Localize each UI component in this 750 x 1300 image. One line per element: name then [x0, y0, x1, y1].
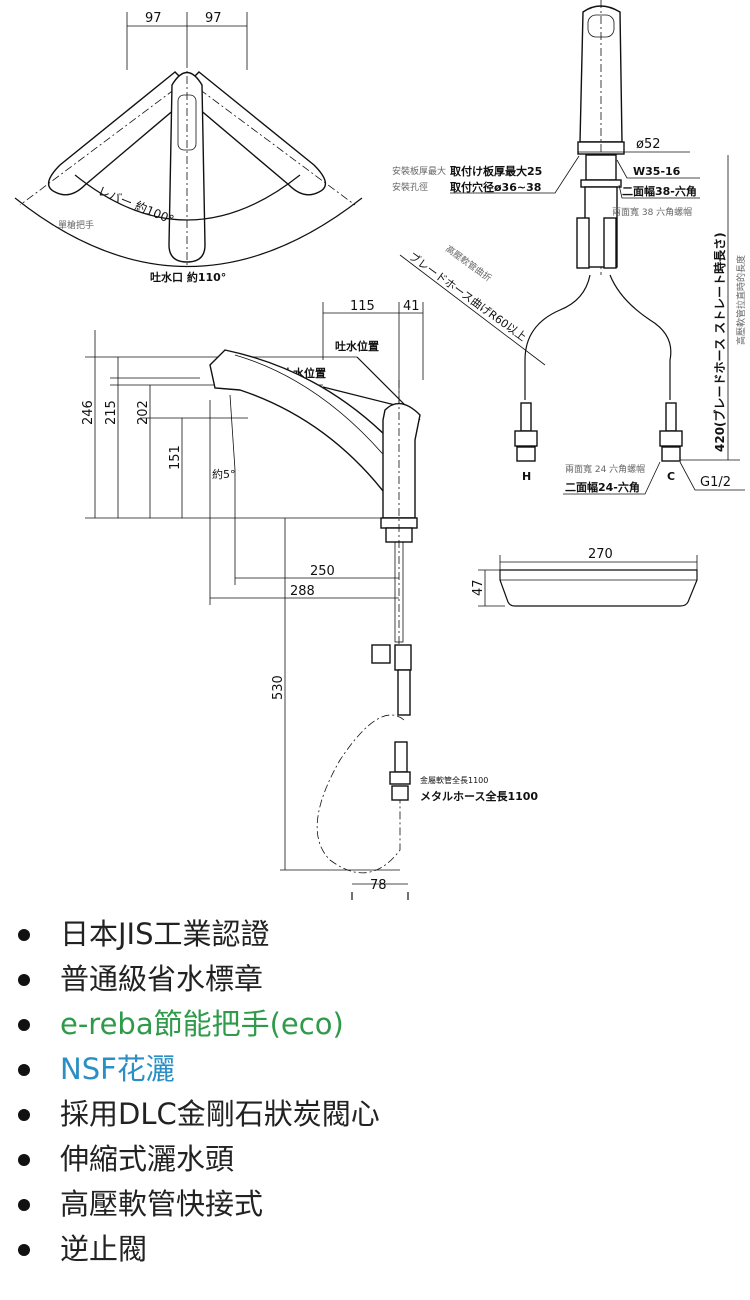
dim-246: 246	[81, 400, 96, 425]
thread-label: W35-16	[633, 165, 681, 178]
dim-202: 202	[136, 400, 151, 425]
feature-text: 伸縮式灑水頭	[60, 1142, 235, 1176]
dim-41: 41	[403, 299, 420, 314]
feature-text: e-reba節能把手(eco)	[60, 1007, 344, 1041]
feature-item: 日本JIS工業認證	[0, 912, 380, 957]
lever-angle-label: レバー 約100°	[96, 183, 176, 227]
tray-drawing: 270 47	[471, 547, 698, 607]
side-view: 115 41 吐水位置 止水位置 246 215 202 151 約5° 250…	[81, 299, 538, 900]
feature-text: 逆止閥	[60, 1232, 148, 1266]
bullet-icon	[18, 1199, 30, 1211]
length-label: 420(ブレードホース ストレート時長さ)	[712, 232, 727, 452]
bullet-icon	[18, 974, 30, 986]
feature-item: 逆止閥	[0, 1227, 380, 1272]
feature-text: 高壓軟管快接式	[60, 1187, 264, 1221]
dim-97-right: 97	[205, 11, 222, 26]
dim-250: 250	[310, 564, 335, 579]
metal-hose-label-zh: 金屬軟管全長1100	[420, 775, 488, 785]
faucet-technical-drawing: 97 97 レバー 約100° 單槍把手 吐水口 約110° 115 41 吐水…	[14, 0, 747, 900]
bullet-icon	[18, 1019, 30, 1031]
dim-78: 78	[370, 878, 387, 893]
bullet-icon	[18, 929, 30, 941]
hole-label: 取付穴径ø36~38	[450, 180, 541, 194]
feature-list: 日本JIS工業認證 普通級省水標章 e-reba節能把手(eco) NSF花灑 …	[0, 912, 380, 1272]
feature-item: 高壓軟管快接式	[0, 1182, 380, 1227]
bullet-icon	[18, 1109, 30, 1121]
cold-label: C	[667, 470, 675, 483]
tray-height: 47	[471, 579, 486, 596]
dim-215: 215	[104, 400, 119, 425]
dim-97-left: 97	[145, 11, 162, 26]
tray-width: 270	[588, 547, 613, 562]
plate-label: 取付け板厚最大25	[450, 164, 542, 178]
bullet-icon	[18, 1064, 30, 1076]
spout-angle-label: 吐水口 約110°	[150, 270, 226, 284]
bullet-icon	[18, 1244, 30, 1256]
feature-item: 普通級省水標章	[0, 957, 380, 1002]
top-view: 97 97 レバー 約100° 單槍把手 吐水口 約110°	[14, 11, 363, 284]
outlet-position-label: 吐水位置	[335, 339, 379, 353]
feature-text: 採用DLC金剛石狀炭閥心	[60, 1097, 380, 1131]
hot-label: H	[522, 470, 531, 483]
tilt-label: 約5°	[212, 467, 236, 481]
metal-hose-label: メタルホース全長1100	[420, 789, 538, 803]
g-thread-label: G1/2	[700, 475, 731, 490]
dim-115: 115	[350, 299, 375, 314]
feature-text: 日本JIS工業認證	[60, 917, 270, 951]
plate-label-zh: 安裝板厚最大	[392, 165, 446, 177]
hex38-label-zh: 兩面寬 38 六角螺帽	[612, 206, 692, 218]
bullet-icon	[18, 1154, 30, 1166]
length-label-zh: 高壓軟管拉直時的長度	[735, 255, 747, 345]
feature-item: NSF花灑	[0, 1047, 380, 1092]
feature-item: e-reba節能把手(eco)	[0, 1002, 380, 1047]
hex24-label-zh: 兩面寬 24 六角螺帽	[565, 463, 645, 475]
dim-151: 151	[168, 445, 183, 470]
hex24-label: 二面幅24-六角	[565, 480, 640, 494]
feature-text: 普通級省水標章	[60, 962, 264, 996]
lever-angle-label-zh: 單槍把手	[58, 219, 94, 231]
hex38-label: 二面幅38-六角	[622, 184, 697, 198]
hole-label-zh: 安裝孔徑	[392, 181, 428, 193]
front-view: ø52 W35-16 二面幅38-六角 兩面寬 38 六角螺帽 安裝板厚最大 取…	[392, 0, 747, 495]
feature-item: 伸縮式灑水頭	[0, 1137, 380, 1182]
feature-text: NSF花灑	[60, 1052, 175, 1086]
dia-52: ø52	[636, 137, 661, 152]
dim-530: 530	[271, 675, 286, 700]
dim-288: 288	[290, 584, 315, 599]
feature-item: 採用DLC金剛石狀炭閥心	[0, 1092, 380, 1137]
